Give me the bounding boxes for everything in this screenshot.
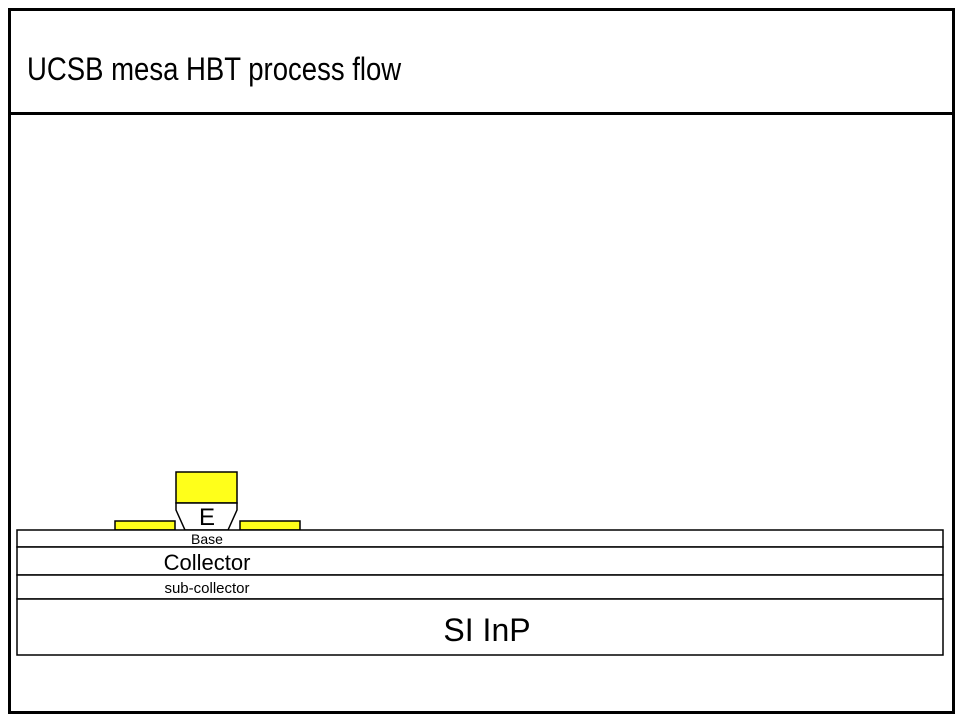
emitter-label: E	[199, 504, 215, 531]
sub-collector-layer	[16, 574, 944, 600]
base-label: Base	[191, 531, 223, 547]
title-bar: UCSB mesa HBT process flow	[11, 11, 952, 115]
emitter-contact	[175, 471, 238, 504]
sub-collector-label: sub-collector	[164, 580, 249, 597]
slide-title: UCSB mesa HBT process flow	[27, 51, 402, 87]
collector-label: Collector	[164, 550, 251, 575]
slide-frame: UCSB mesa HBT process flow	[8, 8, 955, 714]
base-contact-left	[114, 520, 176, 531]
base-contact-right	[239, 520, 301, 531]
collector-layer	[16, 546, 944, 576]
substrate-label: SI InP	[443, 612, 530, 648]
base-layer	[16, 529, 944, 548]
substrate-layer	[16, 598, 944, 656]
